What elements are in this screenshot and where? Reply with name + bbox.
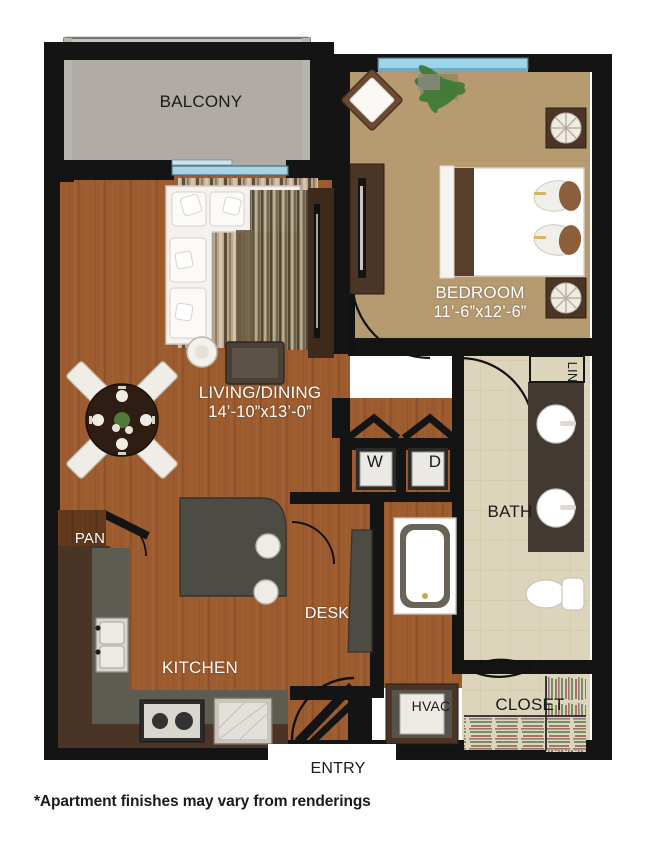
water-heater <box>399 693 445 735</box>
bar-stool <box>255 533 281 559</box>
linen-closet <box>529 355 585 383</box>
disclaimer-footnote: *Apartment finishes may vary from render… <box>34 793 371 810</box>
plant <box>414 65 466 114</box>
accent-chair <box>341 69 403 131</box>
windows <box>171 57 529 176</box>
headboard <box>452 168 474 276</box>
dresser <box>349 163 385 295</box>
closet-shelving <box>464 676 586 752</box>
pillows <box>533 180 582 256</box>
desk-surface <box>347 529 373 653</box>
toilet <box>525 577 585 611</box>
tv-cabinet <box>308 188 334 358</box>
nightstand <box>545 107 587 149</box>
hvac-closet <box>385 683 459 745</box>
bedroom-furniture <box>341 65 587 319</box>
desk-nook <box>347 529 373 653</box>
dishwasher <box>213 697 273 745</box>
living-room-furniture <box>165 178 334 385</box>
range <box>139 699 205 743</box>
bath-fixtures <box>393 355 585 615</box>
kitchen <box>58 497 288 748</box>
dining-set <box>66 361 178 479</box>
bar-stool <box>253 579 279 605</box>
walls <box>44 42 612 760</box>
nightstand <box>545 277 587 319</box>
kitchen-island <box>179 497 287 597</box>
laundry <box>345 413 457 490</box>
bedroom-window <box>377 57 529 70</box>
balcony-floor <box>62 42 312 172</box>
double-sink <box>95 617 129 673</box>
balcony-slider <box>171 165 289 176</box>
pantry-cabinet <box>58 510 106 546</box>
